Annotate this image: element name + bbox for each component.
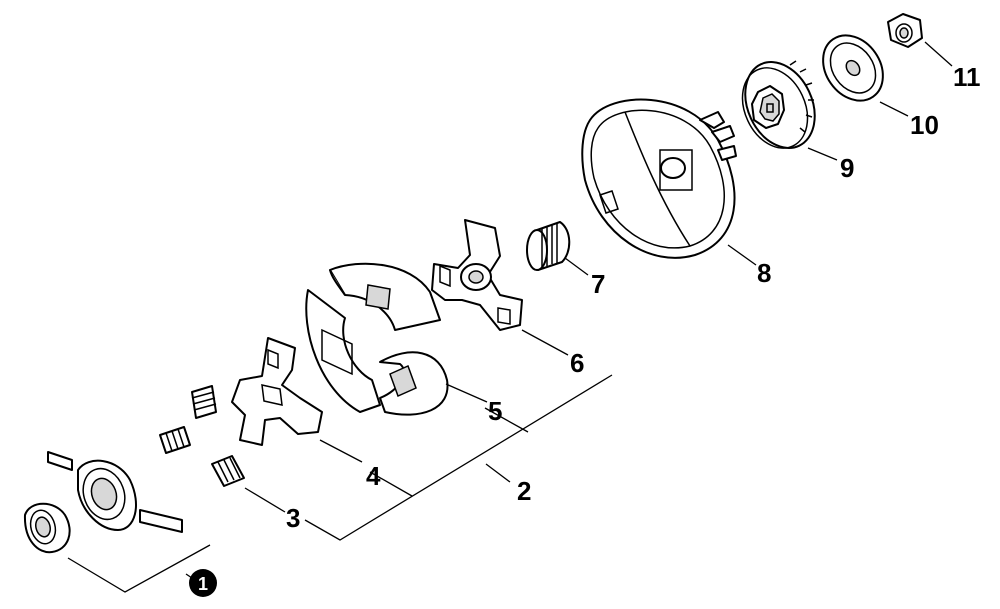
callout-1: 1: [198, 574, 208, 594]
callout-1-badge: [189, 569, 217, 597]
part-7-needle-bearing: [526, 221, 571, 271]
leader-4: [319, 439, 363, 463]
leader-7: [564, 257, 589, 276]
part-4-spider-plate: [231, 337, 323, 446]
leader-2-bracket: [304, 374, 613, 541]
part-5-clutch-shoes: [305, 262, 449, 416]
leader-6: [521, 329, 569, 356]
part-6-spider-hub: [431, 219, 523, 331]
part-3-springs: [159, 385, 245, 487]
part-1-hub-assembly: [23, 451, 183, 554]
part-11-hex-nut: [887, 13, 923, 48]
callout-11: 11: [953, 62, 981, 92]
leader-8: [727, 244, 757, 266]
part-9-sprocket: [741, 60, 816, 149]
callout-3: 3: [286, 503, 300, 533]
leader-11: [924, 41, 953, 67]
spring-middle: [159, 426, 191, 454]
part-8-clutch-drum: [581, 98, 737, 259]
callout-labels: 1 2 3 4 5 6 7 8 9 10 11: [189, 62, 981, 597]
leader-10: [879, 101, 909, 117]
callout-2: 2: [517, 476, 531, 506]
leader-1-bracket: [67, 544, 211, 593]
leader-5: [445, 383, 488, 403]
callout-4: 4: [366, 461, 381, 491]
callout-6: 6: [570, 348, 584, 378]
leader-9: [807, 147, 838, 161]
callout-8: 8: [757, 258, 771, 288]
callout-10: 10: [910, 110, 939, 140]
callout-7: 7: [591, 269, 605, 299]
spring-bottom: [211, 455, 245, 487]
part-10-washer: [822, 34, 884, 102]
callout-5: 5: [488, 396, 502, 426]
leader-3: [244, 487, 286, 513]
callout-9: 9: [840, 153, 854, 183]
spring-top: [191, 385, 217, 419]
